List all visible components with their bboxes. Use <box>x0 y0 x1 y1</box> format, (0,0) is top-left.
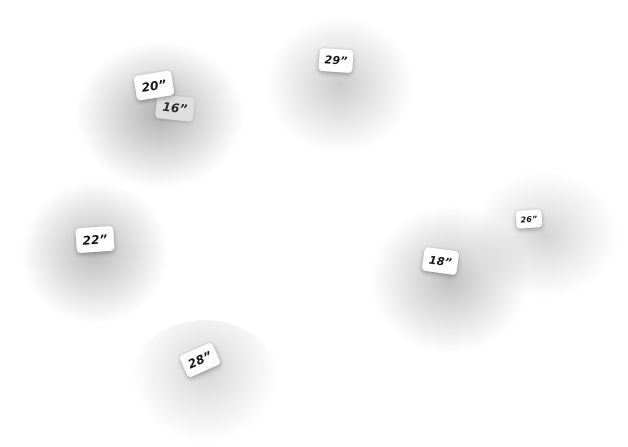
size-tag-18: 18” <box>421 246 460 276</box>
size-tag-26: 26” <box>515 209 543 229</box>
shadow-cluster-top-center <box>265 15 415 155</box>
shadow-cluster-far-right <box>470 170 620 300</box>
size-tag-16: 16” <box>154 94 196 122</box>
size-tag-28: 28” <box>178 341 222 379</box>
size-tag-29: 29” <box>318 47 354 74</box>
size-tag-22: 22” <box>75 225 115 254</box>
shadow-cluster-right <box>370 205 530 355</box>
shadow-cluster-bottom <box>130 320 280 445</box>
shadow-cluster-left <box>20 180 170 325</box>
